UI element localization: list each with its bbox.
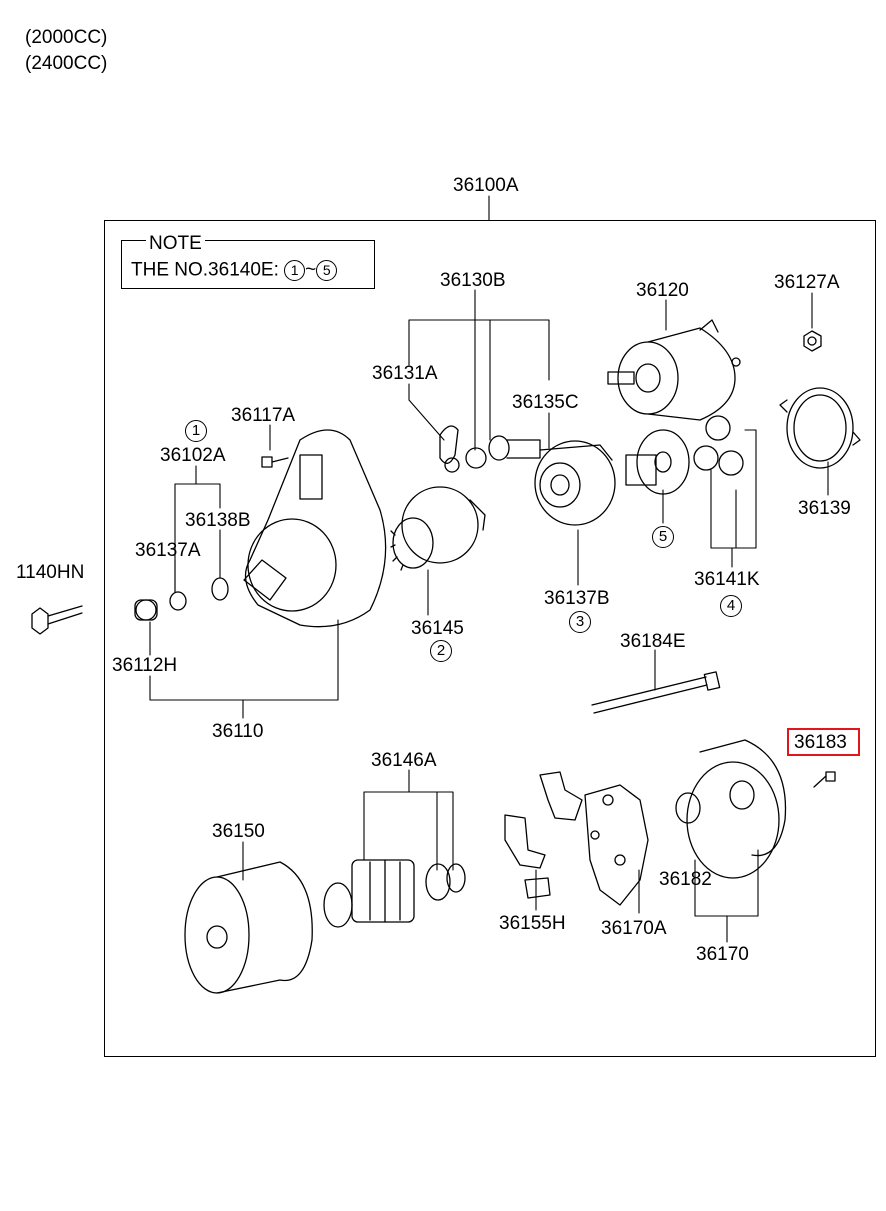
engine-2400cc-label: (2400CC) [25,53,108,74]
rear-cover-36182 [675,739,787,879]
clutch-36145 [390,486,486,571]
bushings [134,577,229,621]
through-bolt-36184E [591,671,721,714]
part-label-36146A[interactable]: 36146A [371,750,437,771]
part-label-36184E[interactable]: 36184E [620,631,686,652]
callout-3: 3 [569,611,591,633]
ball-parts-36130B [465,435,541,469]
brush-holder-36170A [584,784,649,906]
shaft-gear-5 [625,429,690,495]
part-label-1140HN[interactable]: 1140HN [16,562,85,583]
part-label-36141K[interactable]: 36141K [694,569,760,590]
ring-36139 [779,387,861,469]
note-range-sep: ~ [305,259,317,281]
lever-36131A [439,425,460,473]
part-label-36155H[interactable]: 36155H [499,913,566,934]
note-range-start: 1 [284,260,306,281]
callout-4: 4 [720,595,742,617]
front-housing-36110 [243,429,387,628]
part-label-36130B[interactable]: 36130B [440,270,506,291]
part-label-36110[interactable]: 36110 [212,721,264,742]
bolt-1140HN [31,605,83,635]
part-label-36137B[interactable]: 36137B [544,588,610,609]
engine-2000cc-label: (2000CC) [25,27,108,48]
nut-36127A [803,330,822,352]
selected-part-highlight [787,728,860,756]
callout-2: 2 [430,640,452,662]
part-label-36170[interactable]: 36170 [696,944,749,965]
note-title: NOTE [146,234,205,253]
assembly-frame [104,220,876,1057]
part-label-36139[interactable]: 36139 [798,498,851,519]
part-label-36145[interactable]: 36145 [411,618,464,639]
brush-plate-36155H [504,771,583,899]
callout-5: 5 [652,526,674,548]
screw-36183 [813,771,836,788]
part-label-36117A[interactable]: 36117A [231,405,296,426]
leader-lines [149,195,829,943]
callout-1: 1 [185,420,207,442]
assembly-label: 36100A [453,175,519,196]
note-text: THE NO.36140E: 1~5 [131,259,338,281]
part-label-36183[interactable]: 36183 [794,732,847,753]
solenoid-36120 [607,319,741,421]
planet-gears-36141K [693,415,744,476]
part-label-36120[interactable]: 36120 [636,280,689,301]
yoke-36150 [184,861,313,994]
part-label-36102A[interactable]: 36102A [160,445,226,466]
part-label-36150[interactable]: 36150 [212,821,265,842]
part-label-36131A[interactable]: 36131A [372,363,438,384]
note-prefix: THE NO.36140E: [131,259,279,281]
bolt-36117A [261,456,289,468]
note-box [121,240,375,289]
part-label-36170A[interactable]: 36170A [601,918,667,939]
armature-36146A [323,859,466,928]
part-label-36137A[interactable]: 36137A [135,540,201,561]
part-label-36112H[interactable]: 36112H [112,655,178,676]
part-label-36127A[interactable]: 36127A [774,272,840,293]
part-label-36182[interactable]: 36182 [659,869,712,890]
note-range-end: 5 [316,260,338,281]
part-label-36138B[interactable]: 36138B [185,510,251,531]
gear-housing-36137B [534,440,616,526]
part-label-36135C[interactable]: 36135C [512,392,579,413]
